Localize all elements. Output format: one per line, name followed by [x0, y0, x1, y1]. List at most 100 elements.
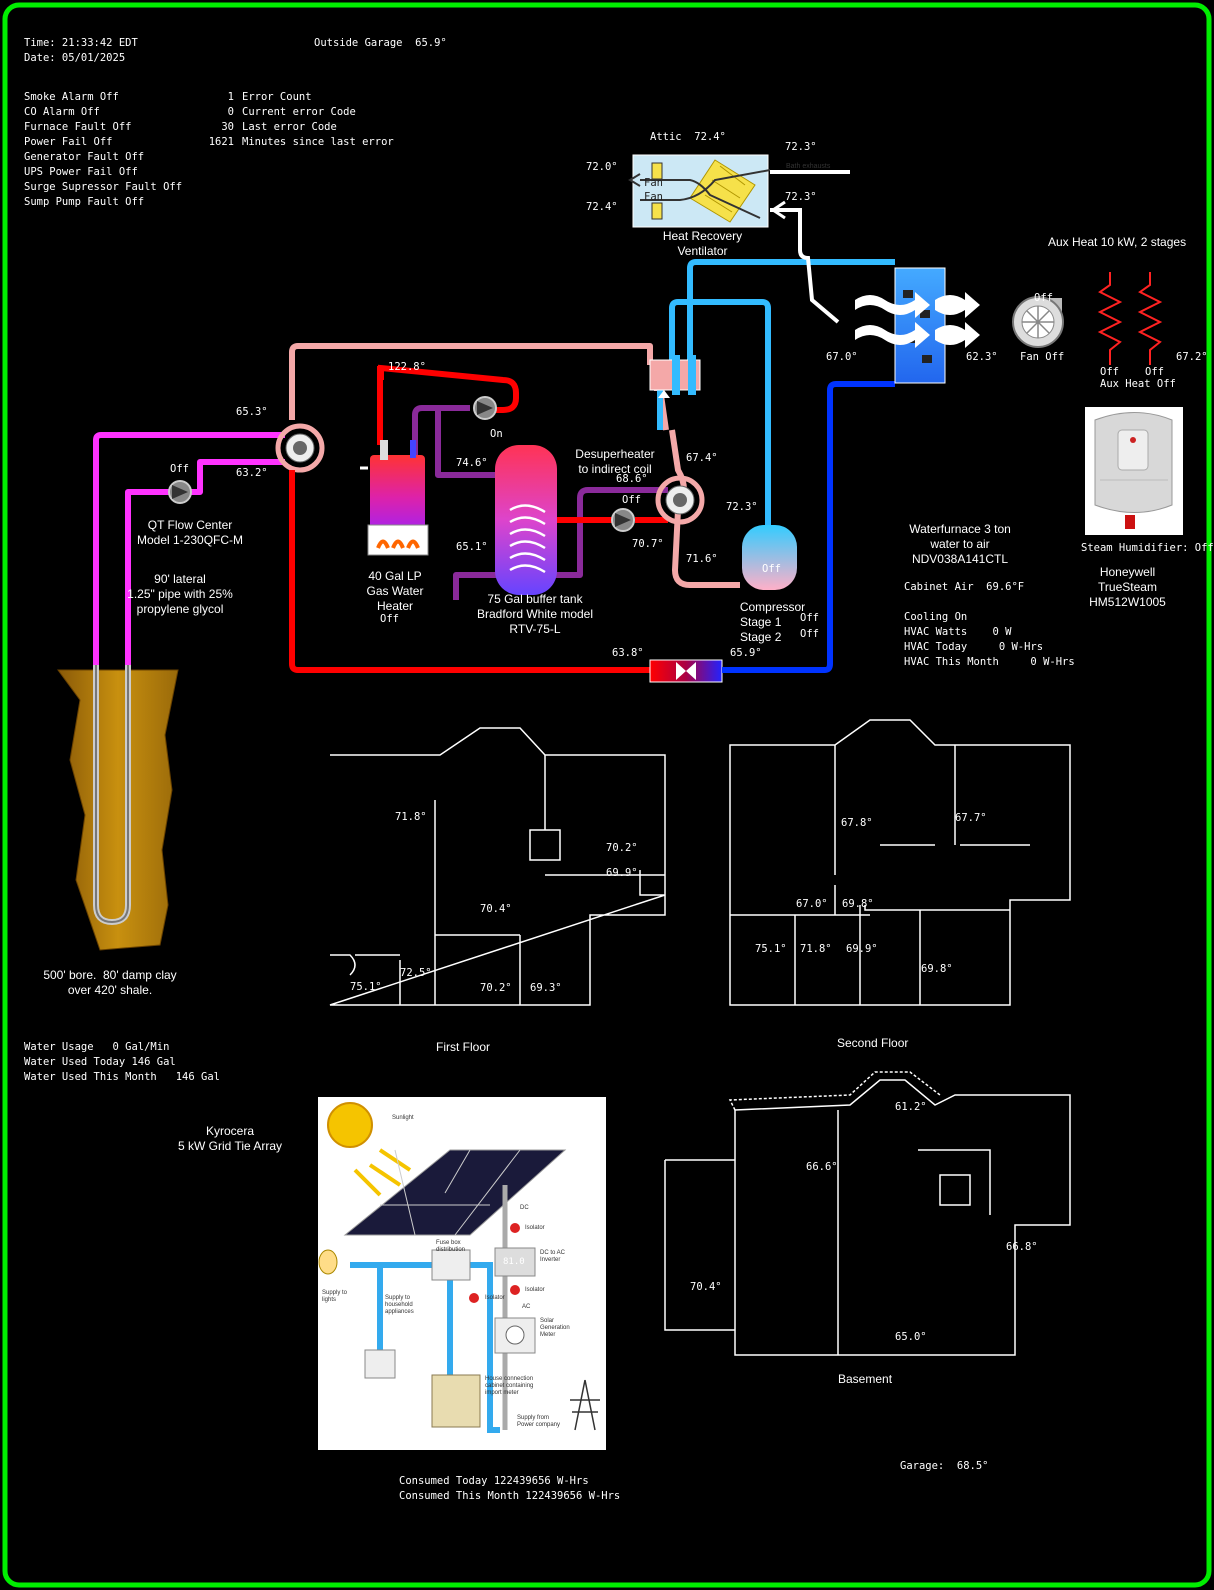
- alarm-item: Surge Supressor Fault Off: [24, 181, 183, 193]
- room-temp: 70.2°: [606, 842, 638, 854]
- lateral-label: propylene glycol: [136, 602, 224, 616]
- heater-label: Heater: [376, 599, 414, 613]
- error-value: 0: [227, 106, 234, 118]
- room-temp: 66.6°: [806, 1161, 838, 1173]
- alarm-item: Furnace Fault Off: [24, 121, 132, 133]
- bore-label: 500' bore. 80' damp clay: [43, 968, 177, 982]
- humidifier-image: [1085, 407, 1183, 535]
- room-temp: 66.8°: [1006, 1241, 1038, 1253]
- compressor-stage: Stage 2: [740, 630, 782, 644]
- alarm-item: UPS Power Fail Off: [24, 166, 138, 178]
- room-temp: 67.7°: [955, 812, 987, 824]
- humidifier-label: Honeywell: [1099, 565, 1156, 579]
- buffer-temp: 65.1°: [456, 541, 488, 553]
- humidifier-label: TrueSteam: [1098, 580, 1157, 594]
- water-heater: [360, 364, 519, 556]
- fan-state: Off: [1034, 292, 1053, 304]
- hp-temp: 67.4°: [686, 452, 718, 464]
- humidifier-model: HM512W1005: [1089, 595, 1166, 609]
- compressor-stage: Stage 1: [740, 615, 782, 629]
- outside-garage-temp: Outside Garage 65.9°: [314, 37, 447, 49]
- compressor-state: Off: [762, 563, 781, 575]
- hp-temp: 72.3°: [726, 501, 758, 513]
- hrv-temp: 72.0°: [586, 161, 618, 173]
- lights-label: Supply to lights: [322, 1290, 348, 1303]
- room-temp: 69.8°: [921, 963, 953, 975]
- desuperheater-label: Desuperheater: [575, 447, 655, 461]
- room-temp: 69.9°: [606, 867, 638, 879]
- coil-in-temp: 67.0°: [826, 351, 858, 363]
- aux-heat-elements: [1097, 272, 1163, 365]
- tee-fitting: [649, 355, 701, 398]
- heater-state: Off: [380, 613, 399, 625]
- hrv-temp: 72.4°: [586, 201, 618, 213]
- room-temp: 70.4°: [690, 1281, 722, 1293]
- hrv-label: Ventilator: [677, 244, 728, 258]
- desuperheater-label: to indirect coil: [578, 462, 652, 476]
- supply-temp: 65.9°: [730, 647, 762, 659]
- buffer-tank-label: Bradford White model: [476, 607, 594, 621]
- dhw-pump[interactable]: [473, 396, 497, 420]
- flow-center-model: Model 1-230QFC-M: [136, 533, 244, 547]
- meter-label: Solar Generation Meter: [540, 1318, 570, 1338]
- solar-title: Kyrocera: [205, 1124, 255, 1138]
- fan-label: Fan: [644, 177, 663, 189]
- return-temp: 63.8°: [612, 647, 644, 659]
- waterfurnace-label: water to air: [930, 537, 990, 551]
- supply-air-temp: 67.2°: [1176, 351, 1208, 363]
- mid-temp: 74.6°: [456, 457, 488, 469]
- fan-status: Fan Off: [1020, 351, 1065, 363]
- solar-diagram: [318, 1097, 606, 1450]
- fusebox-label: Fuse box distribution: [436, 1240, 466, 1253]
- water-used-today: Water Used Today 146 Gal: [24, 1056, 176, 1068]
- hrv-label: Heat Recovery: [662, 229, 743, 243]
- desuperheater-pump[interactable]: [611, 508, 635, 532]
- consumed-today: Consumed Today 122439656 W-Hrs: [399, 1475, 589, 1487]
- loop-temp-out: 65.3°: [236, 406, 268, 418]
- air-coil: [855, 267, 980, 384]
- blower-fan[interactable]: [1012, 296, 1064, 348]
- hvac-month: HVAC This Month 0 W-Hrs: [904, 656, 1075, 668]
- isolator-label: Isolator: [525, 1287, 545, 1293]
- dhw-pump-state: On: [490, 428, 503, 440]
- error-label: Current error Code: [242, 106, 356, 118]
- flow-center-state: Off: [170, 463, 189, 475]
- room-temp: 70.2°: [480, 982, 512, 994]
- waterfurnace-model: NDV038A141CTL: [911, 552, 1009, 566]
- coil-out-temp: 62.3°: [966, 351, 998, 363]
- humidifier-status: Steam Humidifier: Off: [1081, 542, 1214, 554]
- hrv-unit: [628, 154, 850, 324]
- flow-center-pump[interactable]: [168, 480, 192, 504]
- dc-label: DC: [520, 1205, 529, 1211]
- consumed-month: Consumed This Month 122439656 W-Hrs: [399, 1490, 621, 1502]
- bottom-exchanger: [649, 659, 723, 683]
- hvac-watts: HVAC Watts 0 W: [904, 626, 1012, 638]
- aux-heat-title: Aux Heat 10 kW, 2 stages: [1048, 235, 1187, 249]
- ac-label: AC: [522, 1304, 531, 1310]
- household-label: Supply to household appliances: [385, 1295, 414, 1315]
- error-value: 1: [227, 91, 234, 103]
- water-usage-rate: Water Usage 0 Gal/Min: [24, 1041, 170, 1053]
- error-value: 1621: [208, 136, 234, 148]
- isolator-label: Isolator: [485, 1295, 505, 1301]
- inverter-reading: 81.0: [503, 1257, 525, 1267]
- power-company-label: Supply from Power company: [517, 1415, 561, 1428]
- buffer-tank-label: 75 Gal buffer tank: [487, 592, 583, 606]
- room-temp: 75.1°: [755, 943, 787, 955]
- flow-center-label: QT Flow Center: [147, 518, 233, 532]
- second-floor-plan: [729, 719, 1071, 1006]
- bath-exhaust-label: Bath exhausts: [786, 163, 831, 170]
- compressor-stage-state: Off: [800, 612, 819, 624]
- room-temp: 71.8°: [800, 943, 832, 955]
- room-temp: 65.0°: [895, 1331, 927, 1343]
- error-label: Last error Code: [242, 121, 337, 133]
- loop-pipes: [93, 432, 285, 665]
- buffer-tank: [495, 445, 557, 595]
- basement-plan: [664, 1071, 1071, 1356]
- room-temp: 75.1°: [350, 981, 382, 993]
- compressor: [742, 525, 797, 590]
- isolator-label: Isolator: [525, 1225, 545, 1231]
- water-used-month: Water Used This Month 146 Gal: [24, 1071, 220, 1083]
